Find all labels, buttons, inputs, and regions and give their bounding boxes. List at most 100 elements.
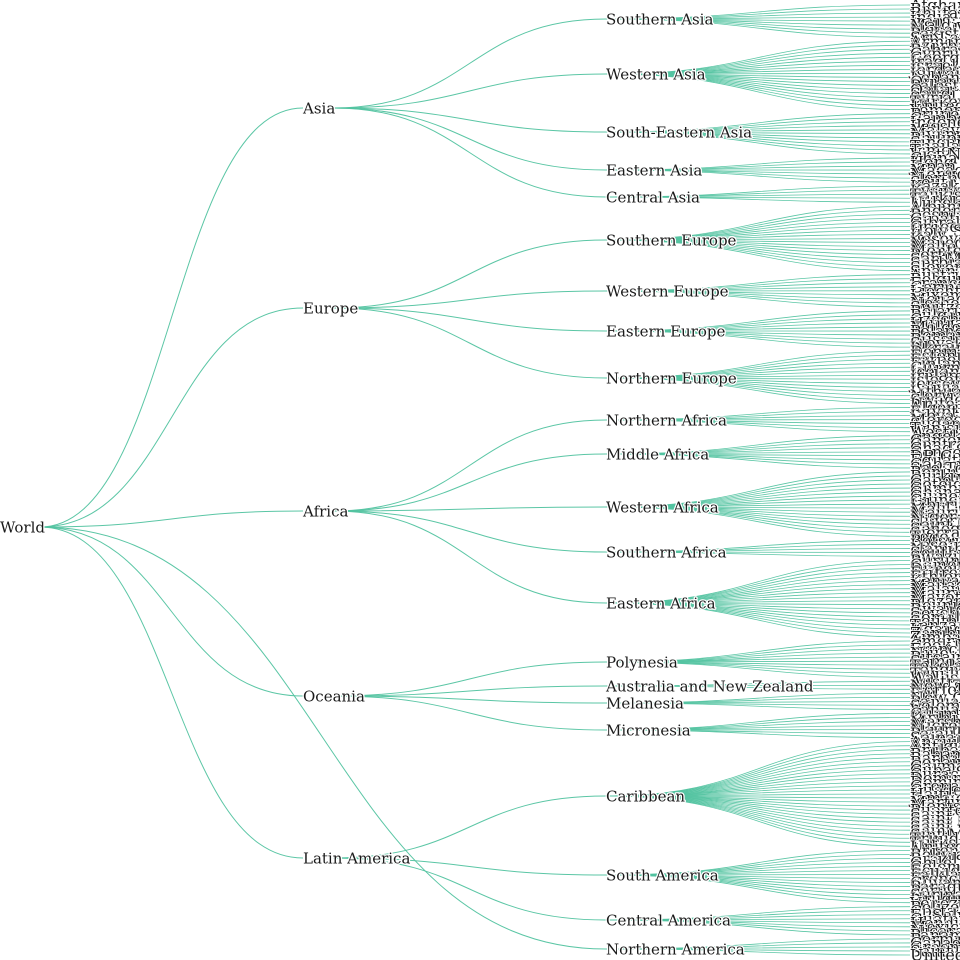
country-label-romania: Romania bbox=[910, 326, 960, 345]
country-label-slovakia: Slovakia bbox=[910, 334, 960, 353]
country-label-bhutan: Bhutan bbox=[910, 4, 960, 23]
country-label-paraguay: Paraguay bbox=[910, 877, 960, 896]
country-label-congo: Congo bbox=[910, 442, 960, 461]
country-label-samoa: Samoa bbox=[910, 652, 960, 671]
country-label-kuwait: Kuwait bbox=[910, 64, 960, 83]
leaf-link-mozambique bbox=[605, 600, 911, 604]
country-label-grenada: Grenada bbox=[910, 777, 960, 796]
country-label-sri-lanka: Sri Lanka bbox=[910, 28, 960, 47]
country-label-saint-vincent: Saint Vincent bbox=[910, 821, 960, 840]
country-label-india: India bbox=[910, 8, 952, 27]
country-label-mauritania: Mauritania bbox=[910, 503, 960, 522]
leaf-link-zimbabwe bbox=[605, 602, 911, 638]
leaf-link-panama bbox=[605, 919, 911, 936]
country-label-turks-and-caicos: Turks and Caicos bbox=[910, 833, 960, 852]
country-label-ireland: Ireland bbox=[910, 366, 960, 385]
country-label-thailand: Thailand bbox=[910, 136, 960, 155]
subregion-label-western-africa: Western Africa bbox=[606, 498, 719, 516]
subregion-label-eastern-africa: Eastern Africa bbox=[606, 594, 716, 612]
link-world-europe bbox=[39, 307, 304, 528]
country-label-north-korea: North Korea bbox=[910, 169, 960, 188]
country-label-benin: Benin bbox=[910, 463, 957, 482]
country-label-seychelles: Seychelles bbox=[910, 603, 960, 622]
country-label-malawi: Malawi bbox=[910, 579, 960, 598]
link-asia-central-asia bbox=[332, 107, 607, 198]
country-label-tokelau: Tokelau bbox=[910, 656, 960, 675]
country-label-azerbaijan: Azerbaijan bbox=[909, 36, 960, 55]
country-label-indonesia: Indonesia bbox=[910, 112, 960, 131]
subregion-label-micronesia: Micronesia bbox=[606, 721, 691, 739]
country-label-egypt: Egypt bbox=[910, 402, 958, 421]
country-label-cayman-islands: Cayman Islands bbox=[910, 756, 960, 775]
region-label-africa: Africa bbox=[302, 502, 348, 520]
country-label-saint-martin: Saint Martin bbox=[910, 817, 960, 836]
country-label-cyprus: Cyprus bbox=[910, 44, 960, 63]
country-label-french-polynesia: French Polynesia bbox=[910, 640, 960, 659]
subregion-label-northern-europe: Northern Europe bbox=[606, 369, 737, 387]
country-label-lithuania: Lithuania bbox=[910, 382, 960, 401]
country-label-bolivia: Bolivia bbox=[910, 845, 960, 864]
country-label-new-zealand: New Zealand bbox=[910, 676, 960, 695]
region-label-latin-america: Latin America bbox=[303, 849, 410, 867]
country-label-kyrgyzstan: Kyrgyzstan bbox=[910, 181, 960, 200]
leaf-link-south-korea bbox=[605, 169, 911, 183]
country-label-malaysia: Malaysia bbox=[910, 120, 960, 139]
link-oceania-australia-and-new-zealand bbox=[332, 685, 607, 697]
country-label-spain: Spain bbox=[910, 261, 956, 280]
country-label-hungary: Hungary bbox=[910, 314, 960, 333]
region-label-europe: Europe bbox=[303, 299, 358, 317]
country-label-united-states-virgin-is: United States Virgin Is. bbox=[910, 837, 960, 856]
country-label-fiji: Fiji bbox=[910, 684, 936, 703]
country-label-bermuda: Bermuda bbox=[910, 929, 960, 948]
country-label-china: China bbox=[910, 149, 958, 168]
subregion-label-polynesia: Polynesia bbox=[606, 653, 678, 671]
country-label-iraq: Iraq bbox=[910, 52, 944, 71]
link-asia-eastern-asia bbox=[332, 107, 607, 171]
country-label-brunei: Brunei bbox=[910, 104, 960, 123]
subregion-label-eastern-europe: Eastern Europe bbox=[606, 322, 726, 340]
country-label-saipan: Saipan bbox=[910, 728, 960, 747]
link-latin-america-caribbean bbox=[332, 795, 607, 859]
country-label-burundi: Burundi bbox=[910, 551, 960, 570]
leaf-link-swaziland bbox=[605, 551, 911, 557]
country-label-jersey: Jersey bbox=[908, 374, 960, 393]
country-label-lebanon: Lebanon bbox=[910, 68, 960, 87]
link-world-northern-america bbox=[39, 526, 607, 950]
country-label-nigeria: Nigeria bbox=[910, 511, 960, 530]
country-label-micronesia: Micronesia bbox=[910, 716, 960, 735]
country-label-saudi-arabia: Saudi Arabia bbox=[910, 84, 960, 103]
country-label-guernsey: Guernsey bbox=[910, 358, 960, 377]
leaf-link-united-kingdom bbox=[605, 377, 911, 404]
country-label-jamaica: Jamaica bbox=[908, 789, 960, 808]
link-europe-western-europe bbox=[332, 290, 607, 309]
leaf-link-vanuatu bbox=[605, 702, 911, 710]
country-label-niger: Niger bbox=[910, 507, 957, 526]
country-label-dominican-rep: Dominican Rep. bbox=[910, 773, 960, 792]
link-asia-southern-asia bbox=[332, 18, 607, 109]
country-label-burkina-faso: Burkina Faso bbox=[910, 467, 960, 486]
country-label-singapore: Singapore bbox=[910, 132, 960, 151]
country-label-iceland: Iceland bbox=[910, 362, 960, 381]
country-label-saint-helena: Saint Helena bbox=[910, 515, 960, 534]
country-label-myanmar: Myanmar bbox=[910, 124, 960, 143]
country-label-sudan: Sudan bbox=[910, 414, 960, 433]
country-label-guyana: Guyana bbox=[910, 873, 960, 892]
country-label-eritrea: Eritrea bbox=[910, 563, 960, 582]
link-africa-eastern-africa bbox=[332, 510, 607, 604]
link-asia-western-asia bbox=[332, 73, 607, 109]
leaf-link-sri-lanka bbox=[605, 18, 911, 38]
country-label-niue: Niue bbox=[910, 644, 949, 663]
country-label-guinea-bissau: Guinea-Bissau bbox=[910, 491, 960, 510]
country-label-ecuador: Ecuador bbox=[910, 861, 960, 880]
country-label-western-sahara: Western Sahara bbox=[910, 422, 960, 441]
subregion-label-western-europe: Western Europe bbox=[606, 282, 729, 300]
country-label-holy-see: Holy See bbox=[910, 221, 960, 240]
country-label-new-caledonia: New Caledonia bbox=[910, 688, 960, 707]
leaf-link-united-states-virgin-is bbox=[605, 795, 911, 847]
country-label-macedonia: Macedonia bbox=[910, 233, 960, 252]
country-label-portugal: Portugal bbox=[910, 245, 960, 264]
subregion-label-southern-europe: Southern Europe bbox=[606, 231, 737, 249]
leaf-link-switzerland bbox=[605, 290, 911, 308]
country-label-panama: Panama bbox=[910, 925, 960, 944]
country-label-kosovo: Kosovo bbox=[910, 229, 960, 248]
